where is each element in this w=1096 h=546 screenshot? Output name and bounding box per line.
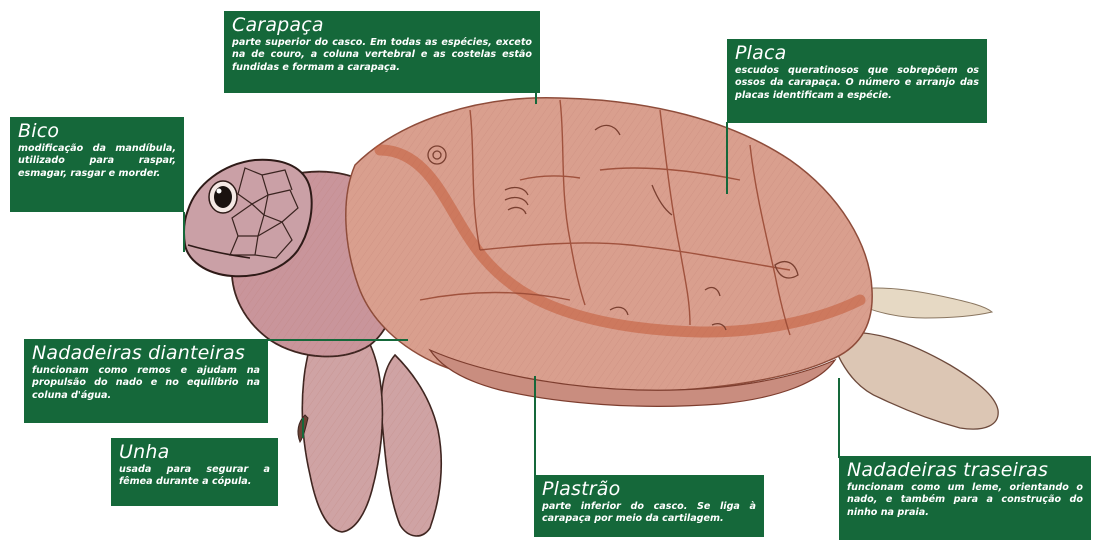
placa-title: Placa <box>735 43 979 64</box>
carapaca-title: Carapaça <box>232 15 532 36</box>
bico-label: Bico modificação da mandíbula, utilizado… <box>10 117 184 212</box>
nadadeiras-dianteiras-label: Nadadeiras dianteiras funcionam como rem… <box>24 339 268 423</box>
nadadeiras-dianteiras-leader-line <box>268 339 408 341</box>
plastrao-description: parte inferior do casco. Se liga à carap… <box>542 501 756 526</box>
unha-leader-line <box>302 418 304 438</box>
placa-description: escudos queratinosos que sobrepõem os os… <box>735 65 979 102</box>
unha-description: usada para segurar a fêmea durante a cóp… <box>119 464 270 489</box>
nadadeiras-traseiras-label: Nadadeiras traseiras funcionam como um l… <box>839 456 1091 540</box>
placa-label: Placa escudos queratinosos que sobrepõem… <box>727 39 987 123</box>
placa-leader-line <box>726 122 728 194</box>
bico-title: Bico <box>18 121 176 142</box>
nadadeiras-traseiras-title: Nadadeiras traseiras <box>847 460 1083 481</box>
plastrao-title: Plastrão <box>542 479 756 500</box>
nadadeiras-dianteiras-description: funcionam como remos e ajudam na propuls… <box>32 365 260 402</box>
nadadeiras-dianteiras-title: Nadadeiras dianteiras <box>32 343 260 364</box>
unha-label: Unha usada para segurar a fêmea durante … <box>111 438 278 506</box>
nadadeiras-traseiras-leader-line <box>838 378 840 458</box>
nadadeiras-traseiras-description: funcionam como um leme, orientando o nad… <box>847 482 1083 519</box>
bico-description: modificação da mandíbula, utilizado para… <box>18 143 176 180</box>
carapaca-label: Carapaça parte superior do casco. Em tod… <box>224 11 540 93</box>
plastrao-leader-line <box>534 376 536 476</box>
unha-title: Unha <box>119 442 270 463</box>
carapaca-description: parte superior do casco. Em todas as esp… <box>232 37 532 74</box>
bico-leader-line <box>183 212 185 252</box>
rear-flipper-shape <box>830 332 998 429</box>
carapaca-leader-line <box>535 92 537 104</box>
plastrao-label: Plastrão parte inferior do casco. Se lig… <box>534 475 764 537</box>
